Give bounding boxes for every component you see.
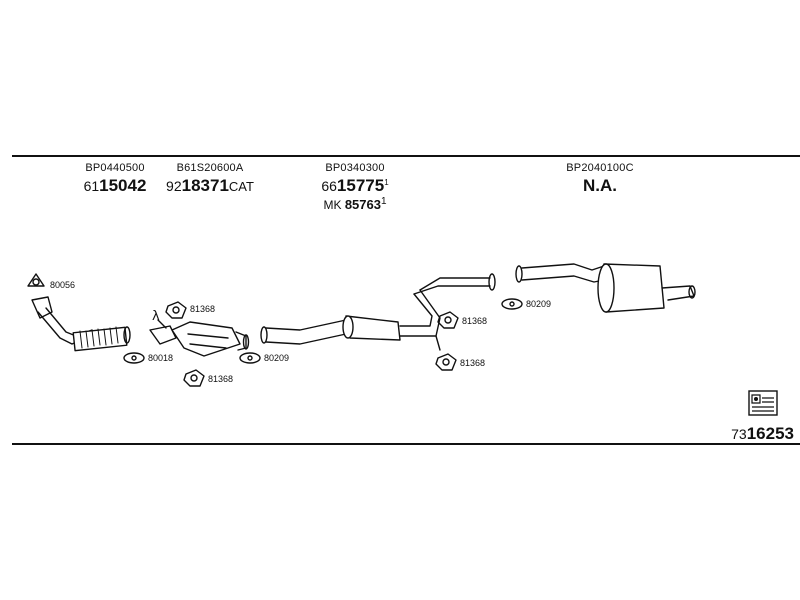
callout-80018: 80018 — [148, 353, 173, 363]
callout-81368: 81368 — [190, 304, 215, 314]
part-label-catalyst: B61S20600A 9218371CAT — [155, 162, 265, 196]
nut-81368-icon — [437, 311, 459, 329]
diagram-reference-number: 7316253 — [731, 424, 794, 443]
manual-book-icon — [748, 390, 778, 416]
part-number: 9218371CAT — [166, 176, 254, 195]
callout-80209: 80209 — [526, 299, 551, 309]
lambda-sensor-lead — [157, 319, 167, 329]
callout-81368: 81368 — [208, 374, 233, 384]
gasket-80209-icon — [501, 298, 523, 310]
top-divider — [12, 155, 800, 157]
not-available-label: N.A. — [583, 176, 617, 195]
part-label-rear-silencer: BP2040100C N.A. — [555, 162, 645, 196]
nut-81368-icon — [165, 301, 187, 319]
callout-81368: 81368 — [460, 358, 485, 368]
catalytic-converter — [149, 321, 250, 357]
bottom-divider — [12, 443, 800, 445]
nut-81368-icon — [183, 369, 205, 387]
part-label-middle-silencer: BP0340300 66157751 MK 857631 — [305, 162, 405, 212]
oem-code: BP0440500 — [85, 162, 145, 174]
oem-code: BP0340300 — [325, 162, 385, 174]
gasket-80209-icon — [239, 352, 261, 364]
part-label-front-pipe: BP0440500 6115042 — [70, 162, 160, 196]
part-number: 66157751 — [321, 176, 389, 195]
callout-80056: 80056 — [50, 280, 75, 290]
oem-code: B61S20600A — [176, 162, 244, 174]
middle-pipe-with-silencer — [260, 273, 496, 351]
rear-silencer — [515, 263, 696, 313]
part-number: 6115042 — [83, 176, 147, 195]
nut-81368-icon — [435, 353, 457, 371]
callout-81368: 81368 — [462, 316, 487, 326]
callout-80209: 80209 — [264, 353, 289, 363]
gasket-80018-icon — [123, 352, 145, 364]
oem-code: BP2040100C — [566, 162, 634, 174]
front-pipe — [31, 296, 131, 352]
lambda-symbol: λ — [152, 309, 160, 324]
gasket-80056-icon — [27, 273, 45, 287]
mounting-kit-number: MK 857631 — [323, 196, 387, 212]
